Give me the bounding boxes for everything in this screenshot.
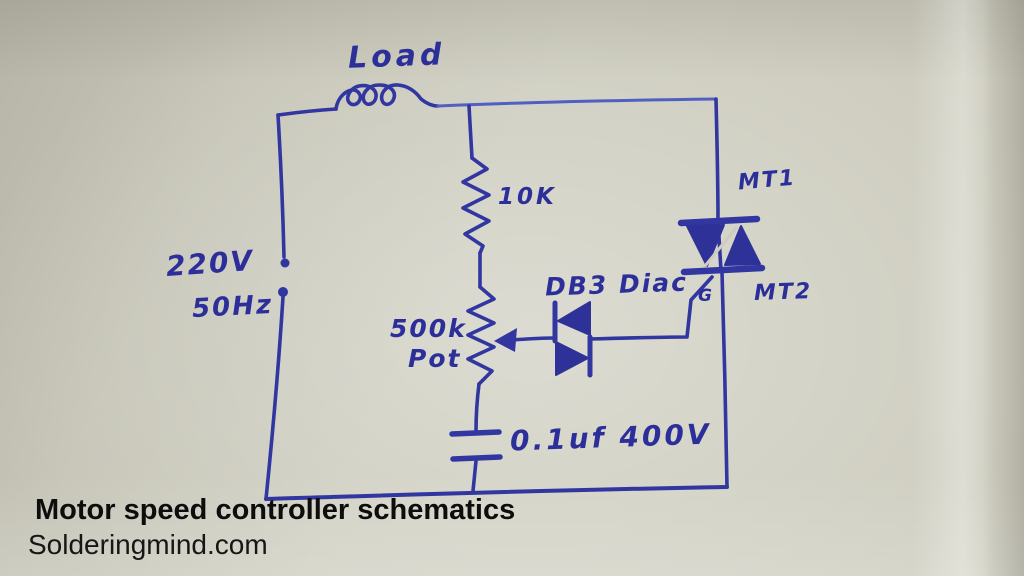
triac-gate-label: G	[698, 286, 712, 306]
potentiometer-symbol	[466, 285, 496, 386]
supply-voltage-label: 220V	[164, 243, 256, 284]
wire-top-left	[276, 107, 338, 117]
wire-branch-top	[467, 104, 474, 160]
triac-symbol-gap-slash	[703, 226, 738, 268]
resistor-10k-label: 10K	[498, 184, 557, 210]
wire-right-lower	[720, 270, 729, 489]
wire-left-lower	[264, 295, 285, 501]
triac-mt2-label: MT2	[753, 278, 813, 307]
triac-mt1-label: MT1	[736, 165, 798, 196]
wire-pot-to-cap	[474, 382, 481, 433]
wire-right-upper	[714, 97, 720, 222]
wire-left-upper	[276, 113, 286, 259]
capacitor-label: 0.1uf 400V	[509, 417, 713, 458]
supply-terminal-dot-top	[280, 258, 290, 268]
diac-symbol-triangle-top	[557, 301, 591, 336]
pot-wiper-line	[510, 336, 556, 342]
pot-word-label: Pot	[408, 344, 462, 373]
wire-top-right	[436, 97, 718, 108]
triac-symbol-bar-bottom	[680, 264, 766, 276]
resistor-10k-symbol	[461, 156, 491, 255]
wire-cap-to-bottom	[471, 459, 478, 493]
pot-value-label: 500k	[390, 314, 467, 343]
triac-symbol-triangle-left	[686, 224, 725, 267]
wire-bottom	[264, 485, 729, 501]
diac-symbol-triangle-bottom	[555, 341, 589, 376]
caption-website: Solderingmind.com	[28, 529, 268, 560]
capacitor-symbol-top-plate	[449, 429, 502, 437]
diac-label: DB3 Diac	[544, 267, 689, 302]
supply-terminal-dot-bottom	[278, 287, 288, 297]
wire-gate	[588, 275, 714, 341]
pot-wiper-arrowhead	[494, 328, 517, 352]
load-label: Load	[347, 37, 447, 76]
supply-frequency-label: 50Hz	[191, 289, 274, 325]
triac-symbol-triangle-right	[724, 225, 761, 266]
triac-symbol-bar-top	[677, 215, 761, 227]
caption-title: Motor speed controller schematics	[35, 494, 516, 526]
inductor-symbol	[334, 83, 440, 111]
capacitor-symbol-bottom-plate	[450, 454, 503, 462]
